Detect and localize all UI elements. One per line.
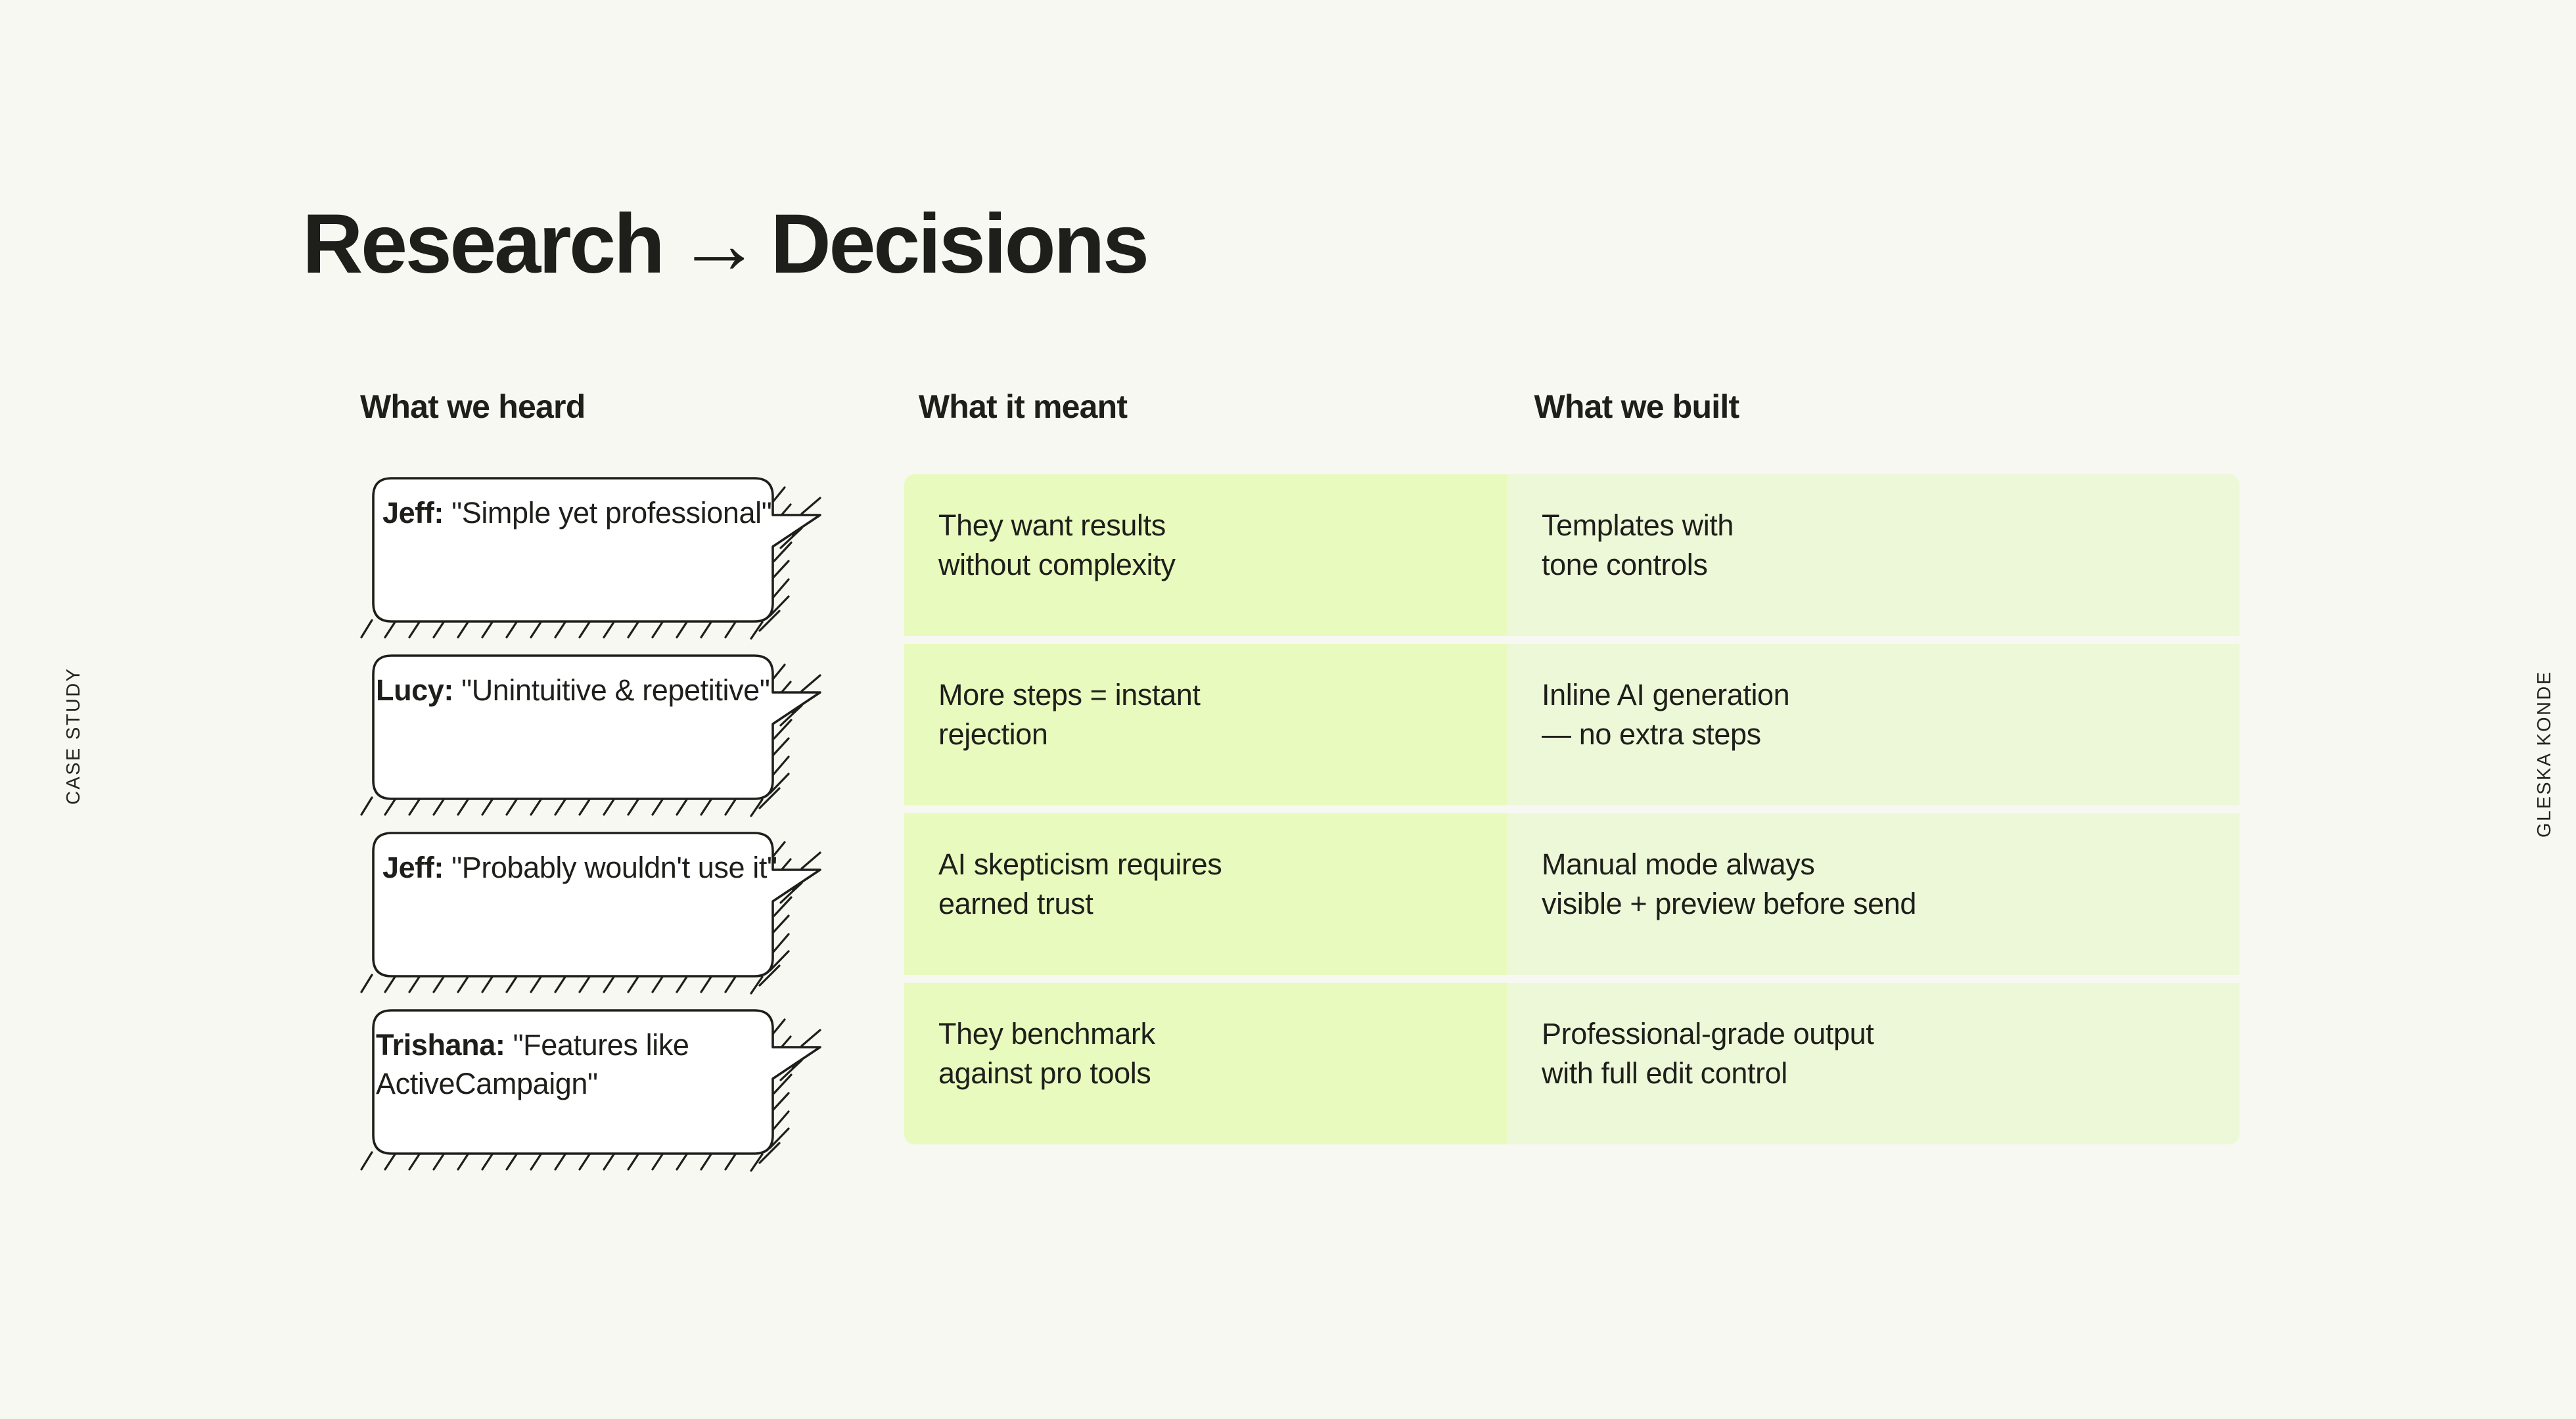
- built-line-1: Inline AI generation: [1542, 678, 1790, 711]
- quote-bubble: Jeff: "Probably wouldn't use it": [360, 829, 904, 1006]
- research-decisions-matrix: What we heard What it meant What we buil…: [360, 388, 2240, 1184]
- quote-speaker: Jeff:: [382, 851, 444, 884]
- meant-line-2: rejection: [938, 717, 1048, 751]
- built-line-2: tone controls: [1542, 547, 1708, 581]
- quote-bubble: Trishana: "Features like ActiveCampaign": [360, 1006, 904, 1184]
- speech-bubble-shape: [360, 832, 821, 995]
- meant-cell: AI skepticism requires earned trust: [904, 813, 1507, 975]
- quote-body: "Simple yet professional": [451, 496, 772, 529]
- built-cell: Templates with tone controls: [1507, 474, 2240, 636]
- speech-bubble-shape: [360, 1009, 821, 1172]
- meant-line-2: against pro tools: [938, 1056, 1151, 1090]
- page-title-before: Research: [302, 196, 665, 291]
- quote-bubble-text: Lucy: "Unintuitive & repetitive": [376, 671, 810, 710]
- column-header-heard: What we heard: [360, 388, 586, 425]
- meant-line-1: They want results: [938, 508, 1166, 542]
- meant-cell: More steps = instant rejection: [904, 644, 1507, 805]
- quote-bubble: Jeff: "Simple yet professional": [360, 474, 904, 652]
- quote-bubble-text: Jeff: "Simple yet professional": [382, 494, 803, 533]
- quote-bubble-text: Trishana: "Features like ActiveCampaign": [376, 1026, 810, 1103]
- quote-bubble: Lucy: "Unintuitive & repetitive": [360, 652, 904, 829]
- built-cell: Manual mode always visible + preview bef…: [1507, 813, 2240, 975]
- meant-cell: They benchmark against pro tools: [904, 983, 1507, 1144]
- built-line-1: Templates with: [1542, 508, 1734, 542]
- quote-speaker: Lucy:: [376, 673, 454, 707]
- speech-bubble-shape: [360, 477, 821, 640]
- meant-line-1: More steps = instant: [938, 678, 1201, 711]
- built-line-2: — no extra steps: [1542, 717, 1761, 751]
- meant-line-1: AI skepticism requires: [938, 847, 1222, 881]
- case-study-side-label: CASE STUDY: [63, 667, 84, 805]
- column-header-built: What we built: [1534, 388, 1740, 425]
- quote-body: "Features like ActiveCampaign": [376, 1028, 689, 1100]
- page-title-after: Decisions: [770, 196, 1149, 291]
- quote-bubble-text: Jeff: "Probably wouldn't use it": [382, 849, 803, 888]
- meant-cell: They want results without complexity: [904, 474, 1507, 636]
- speech-bubble-shape: [360, 654, 821, 817]
- column-quotes: Jeff: "Simple yet professional": [360, 474, 904, 1184]
- column-meant: They want results without complexity Mor…: [904, 474, 1507, 1184]
- page-title: Research→Decisions: [302, 202, 1149, 286]
- brand-side-label: GLESKA KONDE: [2534, 670, 2555, 838]
- quote-speaker: Trishana:: [376, 1028, 505, 1062]
- meant-line-1: They benchmark: [938, 1017, 1155, 1050]
- built-line-1: Professional-grade output: [1542, 1017, 1874, 1050]
- built-cell: Professional-grade output with full edit…: [1507, 983, 2240, 1144]
- built-line-1: Manual mode always: [1542, 847, 1815, 881]
- meant-line-2: earned trust: [938, 886, 1093, 920]
- quote-body: "Unintuitive & repetitive": [461, 673, 770, 707]
- column-header-meant: What it meant: [918, 388, 1128, 425]
- column-built: Templates with tone controls Inline AI g…: [1507, 474, 2240, 1184]
- column-header-row: What we heard What it meant What we buil…: [360, 388, 2240, 474]
- arrow-right-icon: →: [677, 196, 762, 291]
- built-line-2: visible + preview before send: [1542, 886, 1916, 920]
- built-line-2: with full edit control: [1542, 1056, 1787, 1090]
- meant-line-2: without complexity: [938, 547, 1176, 581]
- matrix-body: Jeff: "Simple yet professional": [360, 474, 2240, 1184]
- quote-speaker: Jeff:: [382, 496, 444, 529]
- built-cell: Inline AI generation — no extra steps: [1507, 644, 2240, 805]
- quote-body: "Probably wouldn't use it": [451, 851, 777, 884]
